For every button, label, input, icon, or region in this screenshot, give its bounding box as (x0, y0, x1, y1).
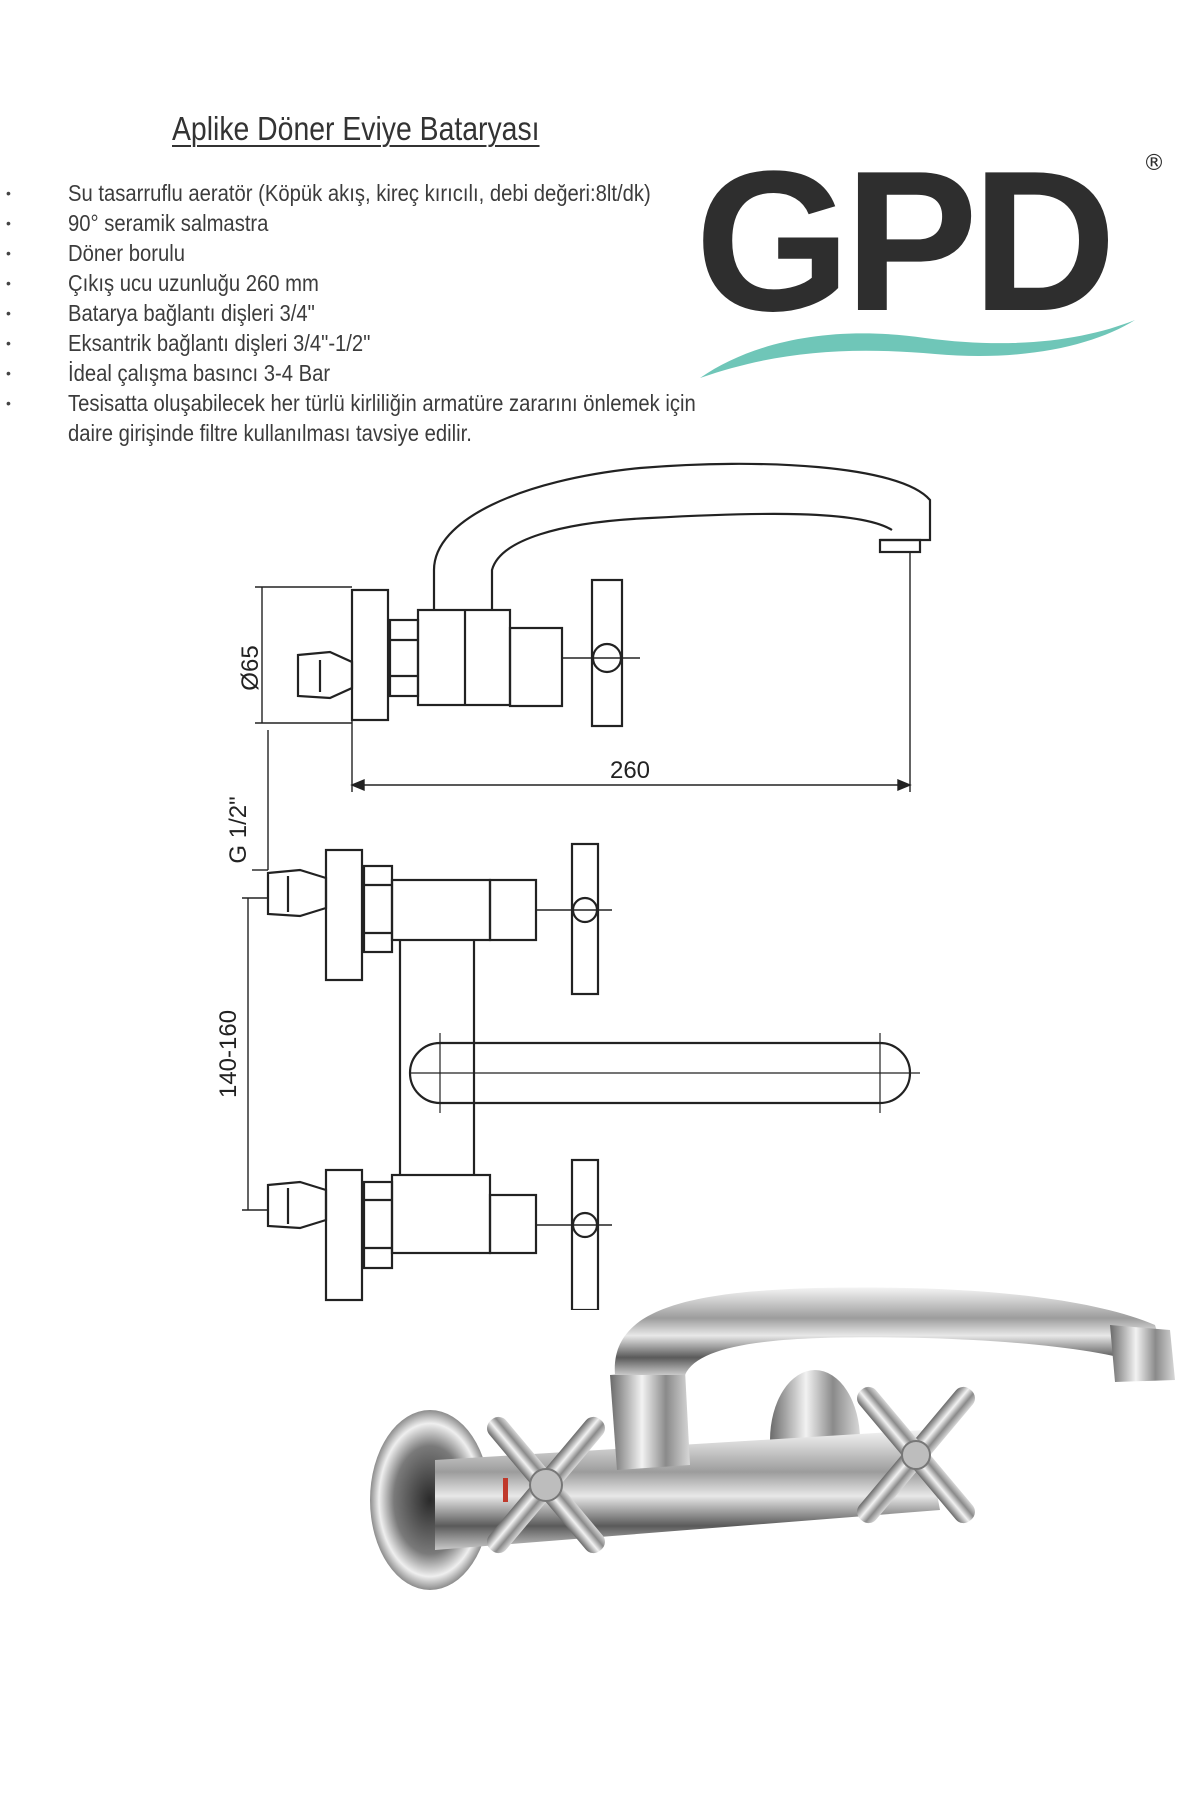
feature-item: •Çıkış ucu uzunluğu 260 mm (6, 270, 319, 296)
top-view (242, 730, 920, 1310)
bullet: • (6, 305, 11, 321)
dim-thread-label: G 1/2" (225, 796, 252, 863)
swivel-base (610, 1370, 690, 1470)
feature-item: •Döner borulu (6, 240, 186, 266)
registered-mark: ® (1143, 151, 1165, 176)
feature-item: •Tesisatta oluşabilecek her türlü kirlil… (6, 390, 696, 416)
dim-diameter-label: Ø65 (237, 645, 264, 690)
gpd-logo: GPD ® (695, 140, 1165, 378)
bullet: • (6, 365, 11, 381)
bullet: • (6, 335, 11, 351)
product-title: Aplike Döner Eviye Bataryası (172, 110, 540, 147)
side-view (255, 462, 932, 792)
feature-list: •Su tasarruflu aeratör (Köpük akış, kire… (0, 178, 780, 448)
product-photo (370, 1287, 1175, 1590)
left-cross-handle (487, 1416, 605, 1554)
dim-spacing-label: 140-160 (215, 1010, 242, 1098)
feature-item: •Eksantrik bağlantı dişleri 3/4"-1/2" (6, 330, 371, 356)
logo-wave (700, 320, 1135, 378)
aerator (1110, 1325, 1175, 1382)
feature-item: •90° seramik salmastra (6, 210, 269, 236)
dim-length-label: 260 (610, 757, 650, 784)
spout (614, 1287, 1170, 1375)
bullet: • (6, 215, 11, 231)
logo-text: GPD (695, 140, 1110, 353)
feature-item: •Su tasarruflu aeratör (Köpük akış, kire… (6, 180, 651, 206)
bullet: • (6, 395, 11, 411)
bullet: • (6, 245, 11, 261)
bullet: • (6, 185, 11, 201)
feature-item-continuation: daire girişinde filtre kullanılması tavs… (68, 420, 472, 446)
hot-indicator (503, 1478, 508, 1502)
feature-item: •İdeal çalışma basıncı 3-4 Bar (6, 360, 331, 386)
bullet: • (6, 275, 11, 291)
right-cross-handle (857, 1386, 975, 1524)
feature-item: •Batarya bağlantı dişleri 3/4" (6, 300, 315, 326)
technical-drawing: Ø65 260 (215, 462, 932, 1310)
